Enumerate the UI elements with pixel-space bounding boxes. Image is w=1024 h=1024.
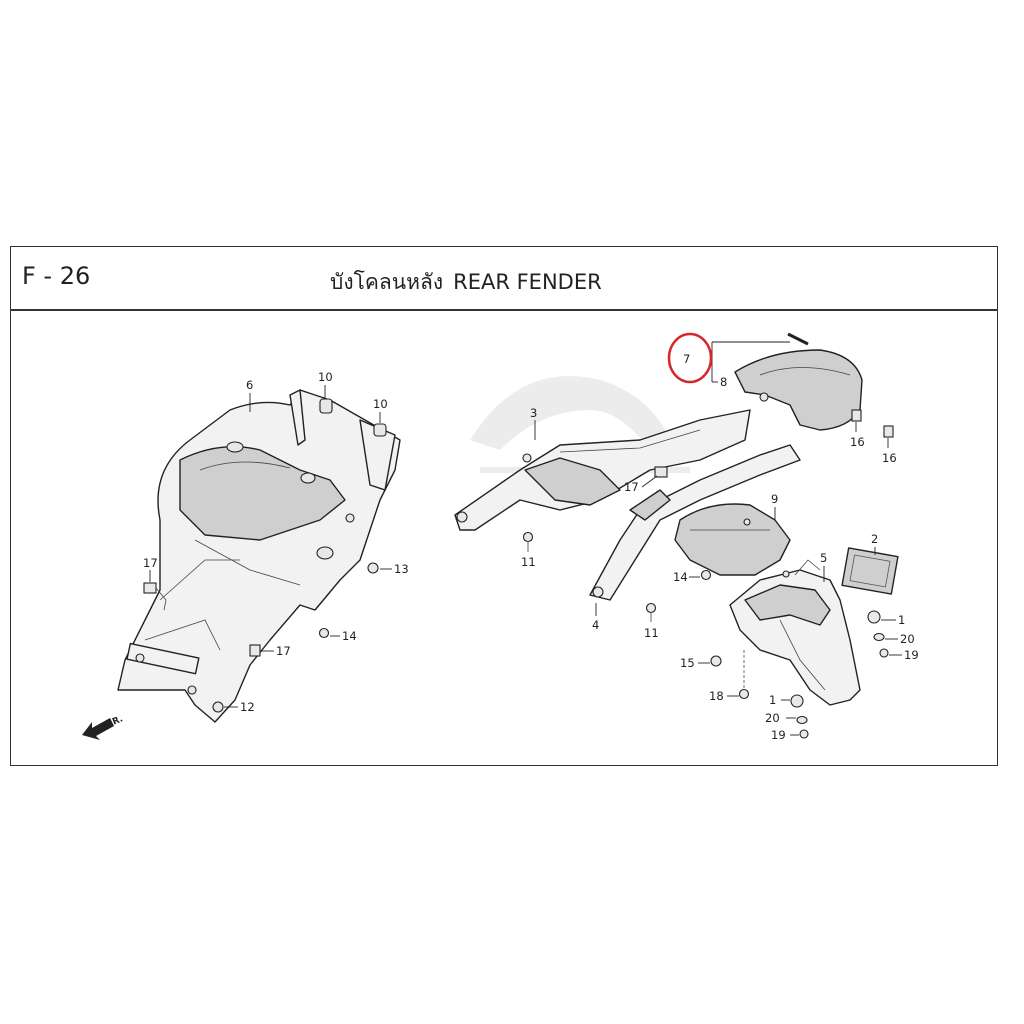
- callout-17-lower: 17: [276, 644, 291, 658]
- callout-18: 18: [709, 689, 724, 703]
- callout-1-right: 1: [898, 613, 905, 627]
- callout-11-lower: 11: [644, 626, 659, 640]
- part-11-bolt-lower: [645, 602, 657, 622]
- part-7-pin: [787, 332, 809, 346]
- callout-10-left: 10: [318, 370, 333, 384]
- part-6-inner-fender: [117, 389, 401, 723]
- page-code: F - 26: [22, 262, 91, 290]
- callout-14-left: 14: [342, 629, 357, 643]
- callout-20-lower: 20: [765, 711, 780, 725]
- callout-19-right: 19: [904, 648, 919, 662]
- part-9-cover: [674, 503, 791, 576]
- callout-20-right: 20: [900, 632, 915, 646]
- part-11-bolt-upper: [522, 531, 534, 552]
- part-2-reflector: [841, 547, 899, 595]
- part-8-tail-cover: [734, 349, 863, 431]
- callout-11-upper: 11: [521, 555, 536, 569]
- callout-1-lower: 1: [769, 693, 776, 707]
- callout-7: 7: [683, 352, 690, 366]
- callout-19-lower: 19: [771, 728, 786, 742]
- part-19-screw-right: [879, 648, 889, 658]
- part-19-screw-lower: [799, 729, 809, 739]
- page-title-english: REAR FENDER: [453, 270, 602, 294]
- part-20-washer-right: [873, 632, 885, 642]
- front-direction-label: FR.: [105, 714, 124, 730]
- highlight-circle-part-7: [667, 332, 713, 384]
- callout-9: 9: [771, 492, 778, 506]
- callout-4: 4: [592, 618, 599, 632]
- callout-8: 8: [720, 375, 727, 389]
- part-13-bolt: [367, 562, 379, 574]
- part-3-rail: [454, 409, 751, 531]
- part-14-bolt-left: [318, 627, 330, 639]
- callout-14-right: 14: [673, 570, 688, 584]
- part-15-nut: [710, 655, 722, 667]
- callout-17-middle: 17: [624, 480, 639, 494]
- callout-10-right: 10: [373, 397, 388, 411]
- part-14-bolt-right: [700, 569, 712, 581]
- part-17-clip-left: [143, 582, 167, 611]
- front-direction-arrow: FR.: [82, 714, 125, 740]
- callout-5: 5: [820, 551, 827, 565]
- part-5-license-bracket: [729, 559, 861, 706]
- part-18-bolt: [738, 650, 750, 700]
- page-title-thai: บังโคลนหลัง: [330, 270, 444, 294]
- part-1-grommet-lower: [790, 694, 804, 708]
- part-10-grommets: [319, 398, 387, 437]
- callout-2: 2: [871, 532, 878, 546]
- diagram-frame: [10, 246, 998, 766]
- callout-13: 13: [394, 562, 409, 576]
- part-17-clip-middle: [654, 466, 668, 478]
- page-title: บังโคลนหลัง REAR FENDER: [330, 266, 612, 299]
- part-4-rail: [589, 444, 801, 601]
- part-16-clip-right: [883, 425, 894, 438]
- callout-6: 6: [246, 378, 253, 392]
- part-17-clip-lower: [249, 644, 261, 657]
- header-divider: [10, 309, 998, 311]
- callout-17-left: 17: [143, 556, 158, 570]
- part-16-clip-left: [851, 409, 862, 422]
- callout-15: 15: [680, 656, 695, 670]
- part-20-washer-lower: [796, 715, 808, 725]
- part-1-grommet-right: [867, 610, 881, 624]
- callout-16-left: 16: [850, 435, 865, 449]
- callout-16-right: 16: [882, 451, 897, 465]
- callout-3: 3: [530, 406, 537, 420]
- callout-12: 12: [240, 700, 255, 714]
- part-12-nut: [212, 701, 224, 713]
